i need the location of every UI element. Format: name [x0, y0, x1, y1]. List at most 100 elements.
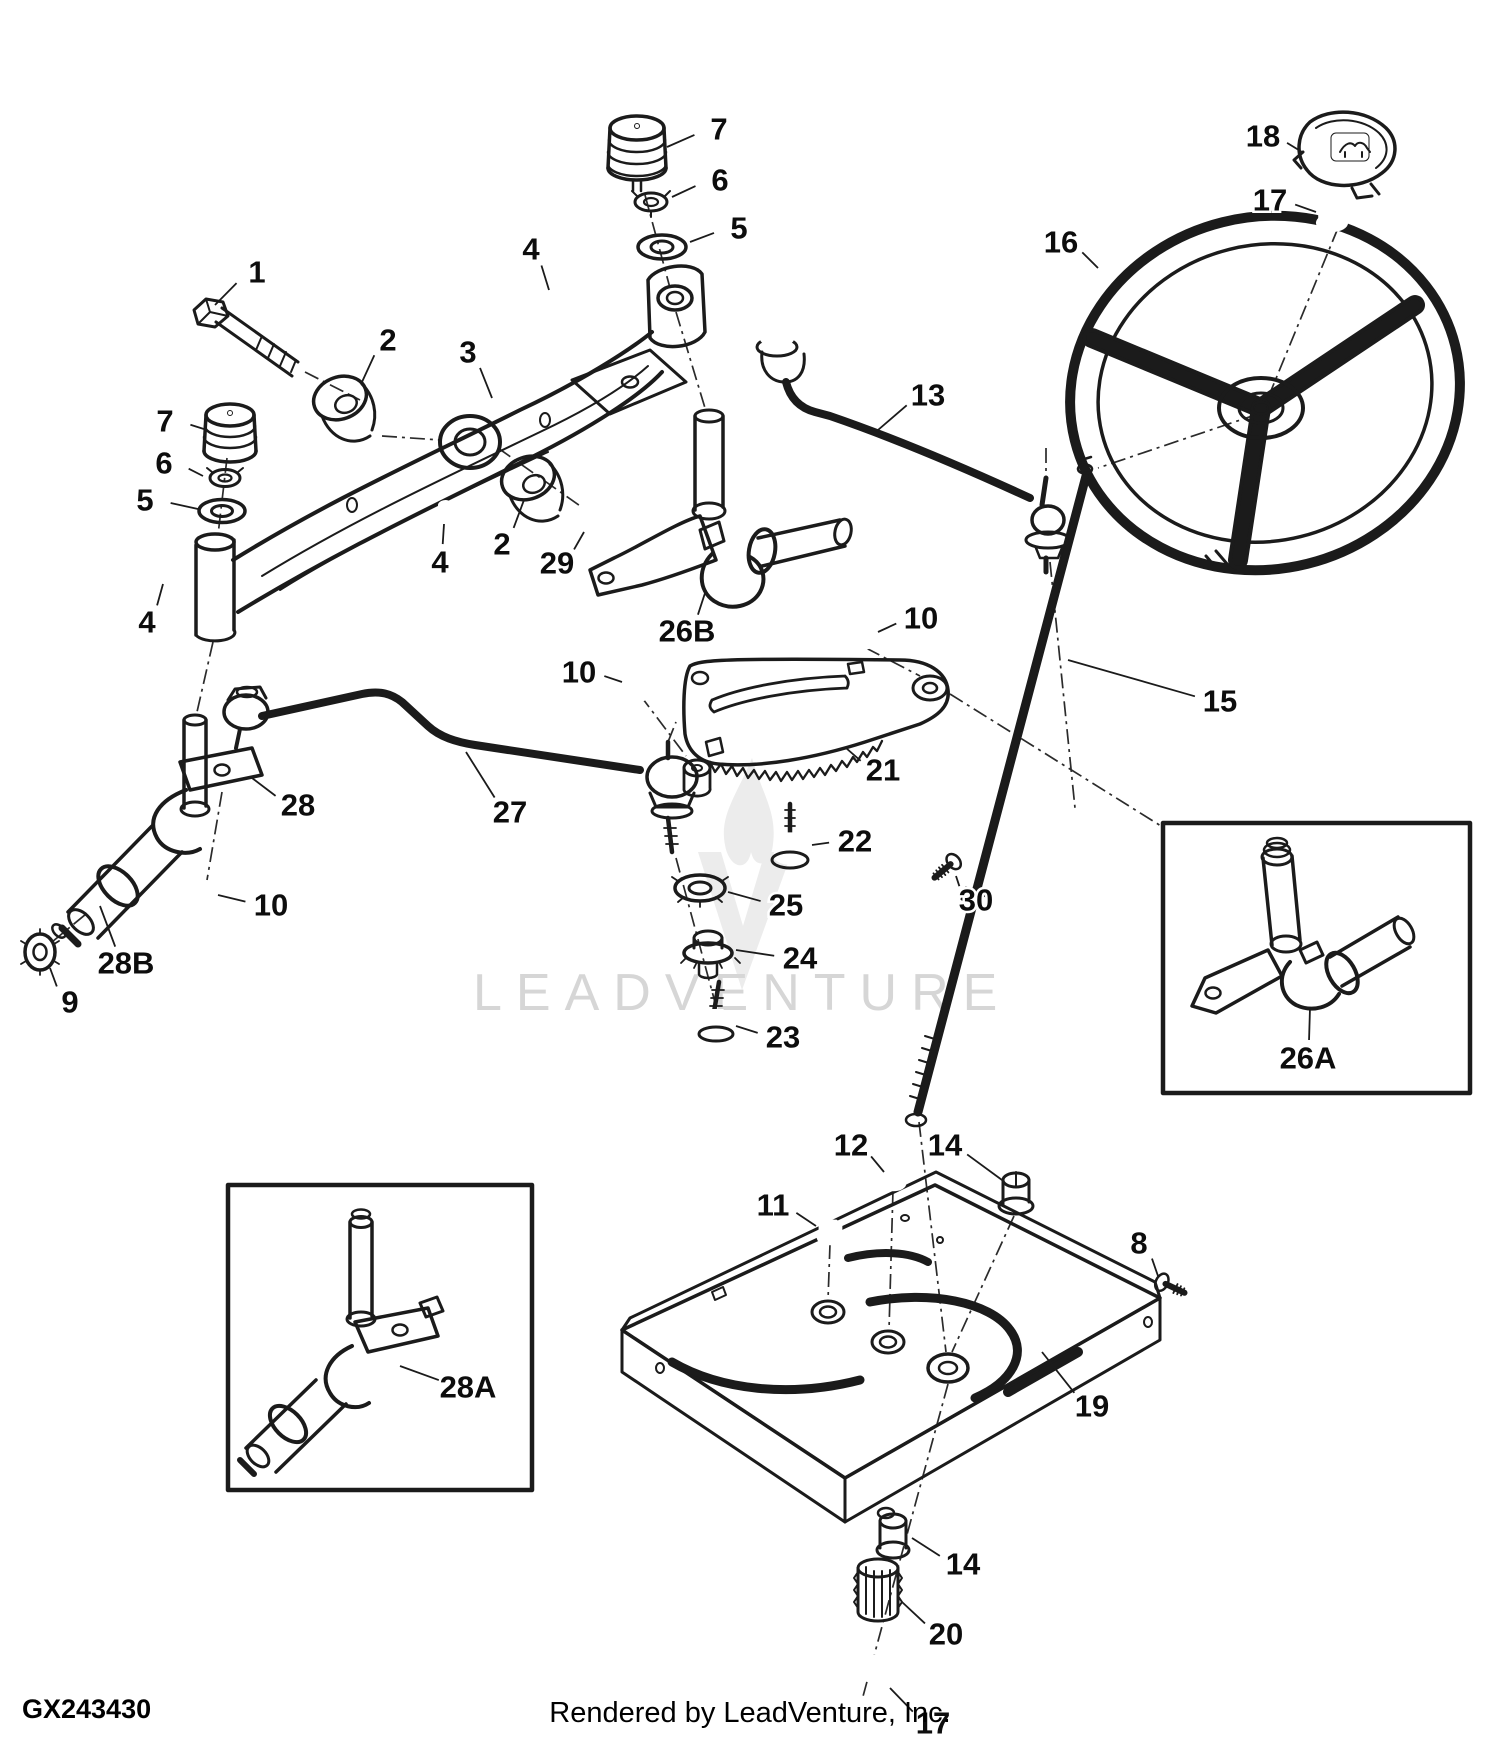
callout-label-24: 24 [783, 941, 818, 976]
callout-label-7: 7 [156, 404, 173, 439]
construction-lines [51, 194, 1339, 1701]
leader-line-30 [955, 875, 961, 887]
plate-nut-12 [879, 1165, 907, 1192]
leader-line-10 [217, 894, 246, 903]
callout-label-15: 15 [1203, 684, 1237, 719]
shoulder-bolt-22 [770, 801, 810, 870]
callout-label-13: 13 [911, 378, 945, 413]
shaft-bushing-14-bottom [875, 1506, 911, 1560]
callout-label-27: 27 [493, 795, 527, 830]
callout-label-21: 21 [866, 753, 900, 788]
leader-line-7 [190, 423, 208, 431]
leader-line-18 [1286, 142, 1303, 153]
spring-pin-top [538, 288, 563, 306]
callout-label-22: 22 [838, 824, 872, 859]
part-code: GX243430 [22, 1694, 152, 1724]
callout-label-30: 30 [959, 883, 993, 918]
leader-line-1 [214, 282, 238, 306]
callout-label-9: 9 [61, 985, 78, 1020]
callout-label-26B: 26B [659, 614, 716, 649]
callout-label-20: 20 [929, 1617, 963, 1652]
star-washer-9 [20, 928, 60, 976]
sector-nut-right [848, 623, 876, 650]
callout-label-17: 17 [916, 1706, 950, 1741]
callout-label-28A: 28A [440, 1370, 497, 1405]
callout-label-17: 17 [1253, 183, 1287, 218]
leader-line-4 [540, 265, 550, 291]
leader-line-21 [845, 747, 862, 762]
sector-nut-left [623, 675, 651, 702]
leader-line-10 [604, 675, 623, 683]
steering-wheel-drawing [1065, 210, 1465, 576]
leader-line-5 [170, 502, 199, 510]
cap-washer-stack-top-drawing [606, 114, 688, 261]
leader-line-4 [156, 583, 164, 606]
leadventure-flame-mark [723, 758, 774, 866]
callout-label-1: 1 [248, 255, 265, 290]
leader-line-22 [811, 841, 830, 846]
render-credit: Rendered by LeadVenture, Inc. [549, 1697, 951, 1729]
callout-label-14: 14 [946, 1547, 981, 1582]
leader-line-11 [795, 1212, 817, 1227]
steering-wheel-cap-drawing [1292, 110, 1397, 200]
leader-line-14 [966, 1153, 1003, 1181]
leader-line-17 [1294, 203, 1317, 213]
shaft-bushing-14-top [997, 1171, 1035, 1216]
callout-label-5: 5 [730, 211, 747, 246]
leader-line-26B [697, 589, 707, 615]
leader-line-5 [689, 232, 715, 243]
carriage-bolt-drawing [192, 297, 300, 378]
leader-line-6 [188, 467, 204, 477]
leader-line-27 [465, 751, 496, 798]
callout-label-12: 12 [834, 1128, 868, 1163]
leader-line-25 [727, 891, 761, 902]
spindle-right-drawing [588, 408, 853, 609]
callout-label-19: 19 [1075, 1389, 1109, 1424]
callout-label-14: 14 [928, 1128, 963, 1163]
watermark-text: LEADVENTURE [473, 964, 1011, 1022]
callout-label-4: 4 [138, 605, 156, 640]
inset-box-28a [225, 1182, 535, 1493]
leader-line-6 [671, 185, 696, 198]
leader-lines [49, 134, 1317, 1713]
tie-rod-drawing [222, 685, 699, 855]
leader-line-20 [901, 1601, 926, 1625]
callout-label-3: 3 [459, 335, 476, 370]
spindle-left-drawing [51, 713, 264, 948]
leader-line-17 [889, 1687, 914, 1713]
watermark: LEADVENTURE [473, 758, 1011, 1022]
callout-label-11: 11 [757, 1188, 790, 1223]
callout-label-28B: 28B [98, 946, 155, 981]
leader-line-16 [1081, 251, 1099, 269]
callout-label-4: 4 [522, 232, 540, 267]
leader-line-9 [49, 967, 58, 987]
callout-label-10: 10 [254, 888, 288, 923]
leader-line-13 [877, 404, 908, 431]
callout-label-6: 6 [711, 163, 728, 198]
flange-nut-29 [579, 500, 613, 533]
cap-washer-stack-left-drawing [197, 402, 258, 525]
flange-bushing-24 [680, 929, 741, 980]
inset-box-26a [1160, 820, 1473, 1096]
axle-bushing-top-drawing [311, 374, 377, 443]
leader-line-14 [911, 1537, 941, 1557]
callout-label-26A: 26A [1280, 1041, 1337, 1076]
steering-pinion-gear-20 [853, 1557, 903, 1623]
front-axle-drawing [194, 264, 707, 643]
leader-line-26A [1308, 1007, 1311, 1041]
callout-label-16: 16 [1044, 225, 1078, 260]
leader-line-28 [251, 777, 277, 797]
bolt-23 [697, 979, 735, 1043]
steering-shaft-drawing [904, 455, 1094, 1128]
leader-line-2 [512, 499, 525, 529]
plate-nut-11 [816, 1219, 844, 1246]
leader-line-29 [573, 531, 585, 550]
spring-pin-left [151, 562, 176, 581]
callout-label-4: 4 [431, 545, 449, 580]
steering-wheel-nut [1315, 201, 1349, 233]
drag-link-drawing [755, 313, 1072, 575]
callout-label-2: 2 [379, 323, 396, 358]
leader-line-12 [870, 1155, 885, 1173]
callout-label-6: 6 [155, 446, 172, 481]
